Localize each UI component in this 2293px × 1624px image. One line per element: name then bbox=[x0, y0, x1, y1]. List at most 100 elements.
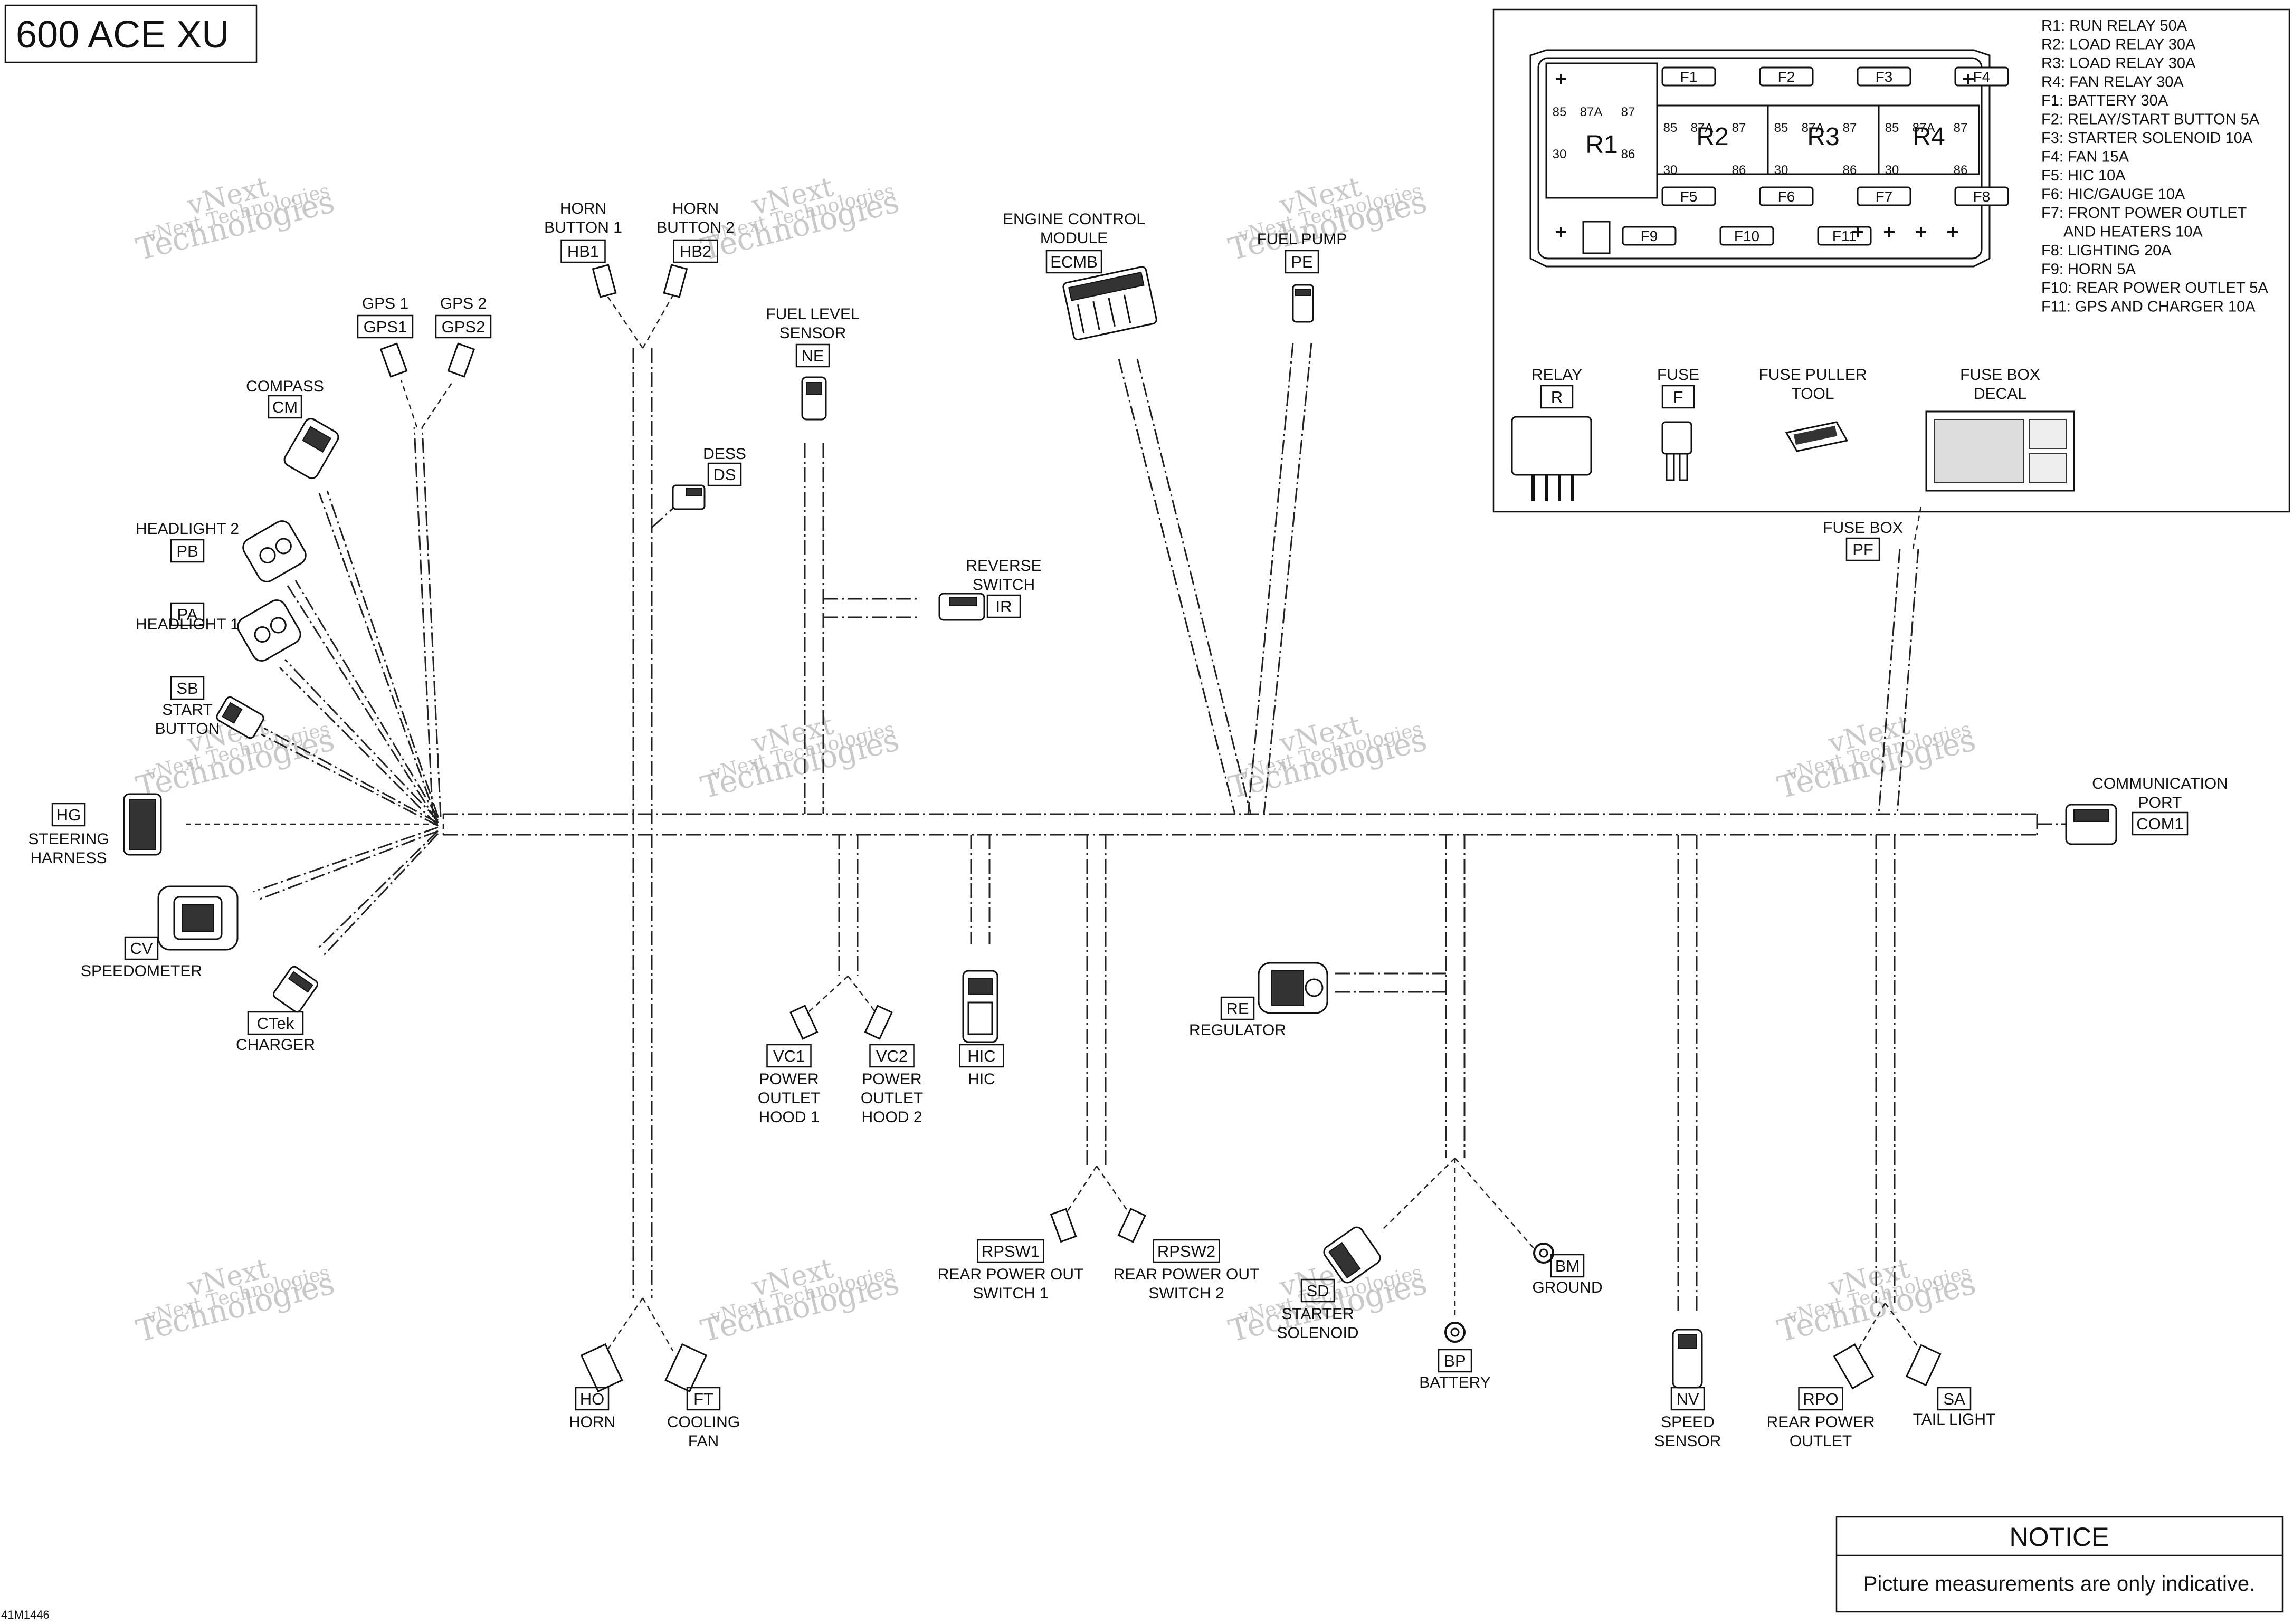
fuse-box-decal-icon bbox=[1925, 410, 2075, 492]
vc2-code: VC2 bbox=[876, 1047, 908, 1065]
pb-code: PB bbox=[176, 542, 198, 560]
ds-code-frame bbox=[707, 462, 742, 486]
rpsw1-connector-icon bbox=[1050, 1208, 1077, 1243]
relay-r2-pin-86: 86 bbox=[1732, 163, 1746, 177]
inset-part-code: F bbox=[1673, 388, 1683, 406]
sd-label: STARTER bbox=[1281, 1305, 1354, 1323]
sb-label2: BUTTON bbox=[155, 720, 220, 738]
cm-label: COMPASS bbox=[246, 378, 324, 395]
rpsw2-code: RPSW2 bbox=[1157, 1242, 1215, 1260]
fuse-box-pin-icon bbox=[1852, 227, 1863, 237]
inset-part-name2: DECAL bbox=[1974, 385, 2026, 403]
fuse-puller-tool-icon bbox=[1785, 421, 1849, 452]
legend-line: F6: HIC/GAUGE 10A bbox=[2041, 186, 2185, 203]
relay-label-r4: R4 bbox=[1913, 123, 1945, 151]
fuse-label-f11: F11 bbox=[1832, 228, 1857, 244]
pe-connector-icon bbox=[1292, 284, 1314, 323]
inset-part-code-frame bbox=[1661, 385, 1695, 409]
notice-text: Picture measurements are only indicative… bbox=[1863, 1572, 2256, 1596]
vc1-connector-icon bbox=[789, 1005, 819, 1040]
relay-r3-pin-86: 86 bbox=[1843, 163, 1857, 177]
cm-code-frame bbox=[268, 395, 302, 419]
pb-code-frame bbox=[170, 539, 205, 563]
pf-label: FUSE BOX bbox=[1823, 519, 1903, 537]
bm-code-frame bbox=[1550, 1254, 1585, 1278]
fuse-box-pin-icon bbox=[1556, 227, 1566, 237]
relay-r2-pin-87a: 87A bbox=[1691, 121, 1714, 135]
sb-connector-icon bbox=[216, 696, 264, 739]
relay-r4-pin-85: 85 bbox=[1885, 121, 1899, 135]
rpsw2-code-frame bbox=[1153, 1239, 1220, 1263]
fuse-slot-f5 bbox=[1661, 186, 1716, 206]
ne-code: NE bbox=[801, 347, 824, 365]
sd-code: SD bbox=[1306, 1282, 1329, 1300]
ecmb-connector-icon bbox=[1062, 266, 1157, 341]
fuse-box-pin-icon bbox=[1916, 227, 1926, 237]
relay-r4-pin-86: 86 bbox=[1954, 163, 1968, 177]
vc1-label: POWER bbox=[759, 1071, 819, 1088]
fuse-box-pin-icon bbox=[1556, 74, 1566, 84]
bm-label: GROUND bbox=[1532, 1279, 1602, 1296]
hb2-label2: BUTTON 2 bbox=[656, 219, 735, 236]
relay-r4-pin-87: 87 bbox=[1954, 121, 1968, 135]
relay-r1-pin-87a: 87A bbox=[1580, 105, 1603, 119]
fuse-slot-f10 bbox=[1719, 226, 1774, 246]
relay-part-icon bbox=[1511, 416, 1592, 501]
bm-code: BM bbox=[1555, 1257, 1580, 1275]
hic-connector-icon bbox=[962, 970, 998, 1043]
ne-label2: SENSOR bbox=[779, 324, 846, 342]
legend-line: F2: RELAY/START BUTTON 5A bbox=[2041, 111, 2260, 128]
inset-part-code: R bbox=[1551, 388, 1563, 406]
rpsw1-code-frame bbox=[977, 1239, 1044, 1263]
relay-r4-pin-30: 30 bbox=[1885, 163, 1899, 177]
ir-code-frame bbox=[986, 594, 1021, 618]
hg-label: STEERING bbox=[28, 830, 109, 848]
fuse-label-f6: F6 bbox=[1778, 188, 1795, 205]
notice-heading: NOTICE bbox=[2010, 1522, 2109, 1552]
bp-code-frame bbox=[1438, 1349, 1472, 1373]
ho-code-frame bbox=[575, 1387, 610, 1411]
hic-code: HIC bbox=[967, 1047, 995, 1065]
pf-code-frame bbox=[1845, 537, 1880, 561]
hb2-code-frame bbox=[673, 239, 718, 263]
legend-line: F5: HIC 10A bbox=[2041, 167, 2126, 184]
fuse-slot-f7 bbox=[1857, 186, 1911, 206]
nv-code: NV bbox=[1676, 1390, 1699, 1408]
hg-code-frame bbox=[51, 803, 86, 827]
relay-r3-pin-85: 85 bbox=[1774, 121, 1788, 135]
harness-trunk bbox=[185, 295, 2069, 1351]
bp-label: BATTERY bbox=[1419, 1374, 1491, 1391]
legend-line: F7: FRONT POWER OUTLET bbox=[2041, 205, 2247, 222]
vc2-code-frame bbox=[869, 1044, 915, 1068]
ne-connector-icon bbox=[801, 376, 827, 421]
rpsw2-label: REAR POWER OUT bbox=[1114, 1266, 1260, 1283]
fuse-slot-f2 bbox=[1759, 66, 1814, 87]
vc1-label2: OUTLET bbox=[758, 1090, 820, 1107]
ir-label: REVERSE bbox=[966, 557, 1041, 575]
com1-code-frame bbox=[2132, 811, 2189, 836]
fuse-box-pin-icon bbox=[1963, 74, 1974, 84]
fuse-label-f5: F5 bbox=[1680, 188, 1698, 205]
connector-glyphs bbox=[123, 264, 2117, 1392]
relay-slot-r4 bbox=[1878, 104, 1980, 175]
com1-label2: PORT bbox=[2138, 794, 2182, 811]
sb-code: SB bbox=[176, 679, 198, 698]
ds-connector-icon bbox=[672, 484, 706, 510]
sd-code-frame bbox=[1300, 1278, 1335, 1303]
re-connector-icon bbox=[1258, 962, 1328, 1014]
